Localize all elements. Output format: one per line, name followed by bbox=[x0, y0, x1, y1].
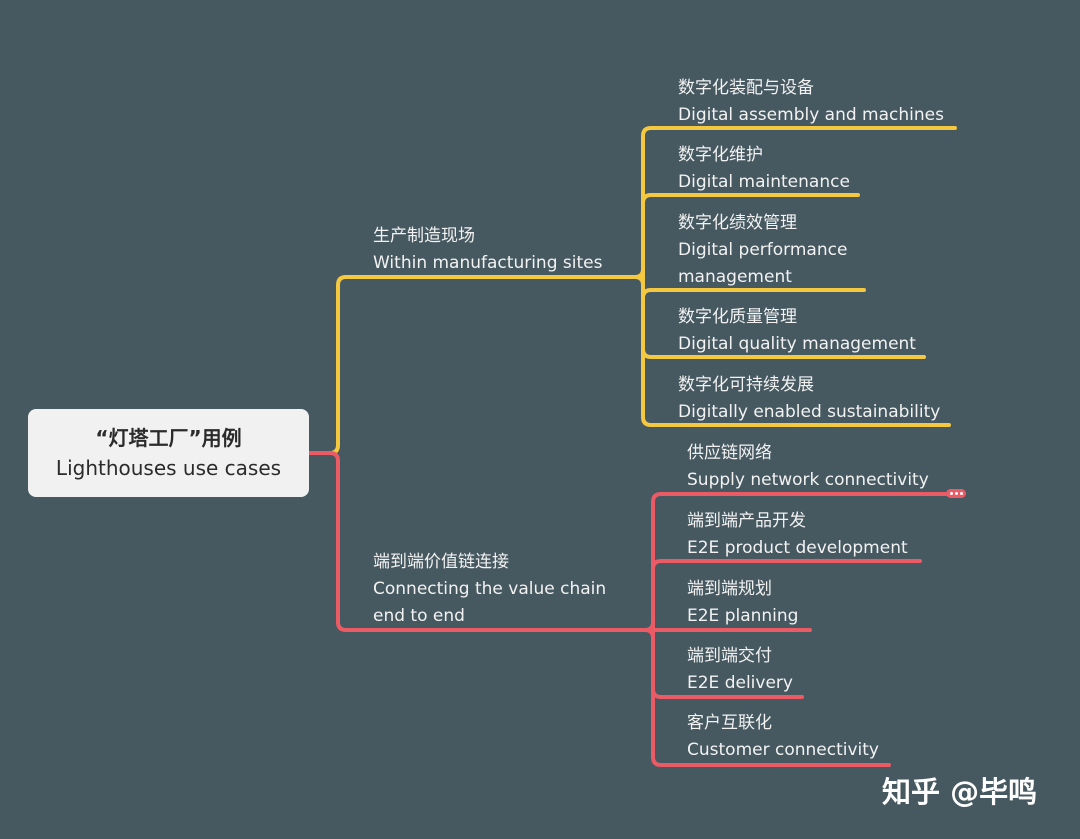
node-supply-network[interactable]: 供应链网络 Supply network connectivity bbox=[687, 440, 929, 494]
connector-sustain bbox=[610, 275, 951, 427]
root-node[interactable]: “灯塔工厂”用例 Lighthouses use cases bbox=[28, 409, 309, 497]
node-label-zh: 数字化质量管理 bbox=[678, 307, 797, 327]
dot bbox=[959, 492, 963, 495]
node-label-en: Supply network connectivity bbox=[687, 470, 929, 490]
node-digital-performance[interactable]: 数字化绩效管理 Digital performance management bbox=[678, 210, 847, 291]
node-label-en: Digital maintenance bbox=[678, 172, 850, 192]
connector-maint bbox=[641, 193, 860, 279]
node-label-zh: 端到端交付 bbox=[687, 646, 772, 666]
node-label-en: Digitally enabled sustainability bbox=[678, 402, 941, 422]
connector-product bbox=[651, 559, 922, 632]
node-label-en: Digital performance bbox=[678, 240, 848, 260]
node-label-en-line2: management bbox=[678, 267, 792, 287]
node-label-zh: 数字化绩效管理 bbox=[678, 213, 797, 233]
branch-label-en: Connecting the value chain bbox=[373, 579, 607, 599]
branch-manufacturing[interactable]: 生产制造现场 Within manufacturing sites bbox=[373, 223, 602, 277]
node-label-en: E2E product development bbox=[687, 538, 908, 558]
node-label-zh: 供应链网络 bbox=[687, 443, 772, 463]
node-customer-connectivity[interactable]: 客户互联化 Customer connectivity bbox=[687, 710, 879, 764]
node-e2e-delivery[interactable]: 端到端交付 E2E delivery bbox=[687, 643, 793, 697]
root-title-zh: “灯塔工厂”用例 bbox=[95, 426, 242, 450]
node-digital-sustainability[interactable]: 数字化可持续发展 Digitally enabled sustainabilit… bbox=[678, 372, 940, 426]
more-dots-icon[interactable] bbox=[946, 489, 966, 498]
node-label-en: Digital assembly and machines bbox=[678, 105, 944, 125]
node-digital-quality[interactable]: 数字化质量管理 Digital quality management bbox=[678, 304, 916, 358]
node-label-en: Customer connectivity bbox=[687, 740, 879, 760]
dot bbox=[949, 492, 953, 495]
watermark: 知乎 @毕鸣 bbox=[882, 775, 1038, 809]
node-e2e-product[interactable]: 端到端产品开发 E2E product development bbox=[687, 508, 908, 562]
node-label-zh: 数字化装配与设备 bbox=[678, 78, 814, 98]
node-label-zh: 端到端产品开发 bbox=[687, 511, 806, 531]
node-label-en: Digital quality management bbox=[678, 334, 916, 354]
connector-root-to-valuechain bbox=[307, 451, 627, 632]
branch-value-chain[interactable]: 端到端价值链连接 Connecting the value chain end … bbox=[373, 549, 606, 630]
node-label-zh: 客户互联化 bbox=[687, 713, 772, 733]
branch-label-zh: 生产制造现场 bbox=[373, 226, 475, 246]
node-digital-assembly[interactable]: 数字化装配与设备 Digital assembly and machines bbox=[678, 75, 944, 129]
root-title-en: Lighthouses use cases bbox=[55, 456, 282, 480]
dot bbox=[954, 492, 958, 495]
node-label-en: E2E delivery bbox=[687, 673, 793, 693]
node-e2e-planning[interactable]: 端到端规划 E2E planning bbox=[687, 576, 798, 630]
node-label-zh: 数字化可持续发展 bbox=[678, 375, 814, 395]
node-label-en: E2E planning bbox=[687, 606, 799, 626]
connector-customer bbox=[623, 628, 891, 767]
branch-label-en-line2: end to end bbox=[373, 606, 465, 626]
connector-root-to-manufacturing bbox=[307, 275, 614, 455]
node-label-zh: 端到端规划 bbox=[687, 579, 772, 599]
node-digital-maintenance[interactable]: 数字化维护 Digital maintenance bbox=[678, 142, 850, 196]
branch-label-zh: 端到端价值链连接 bbox=[373, 552, 509, 572]
branch-label-en: Within manufacturing sites bbox=[373, 253, 603, 273]
node-label-zh: 数字化维护 bbox=[678, 145, 763, 165]
